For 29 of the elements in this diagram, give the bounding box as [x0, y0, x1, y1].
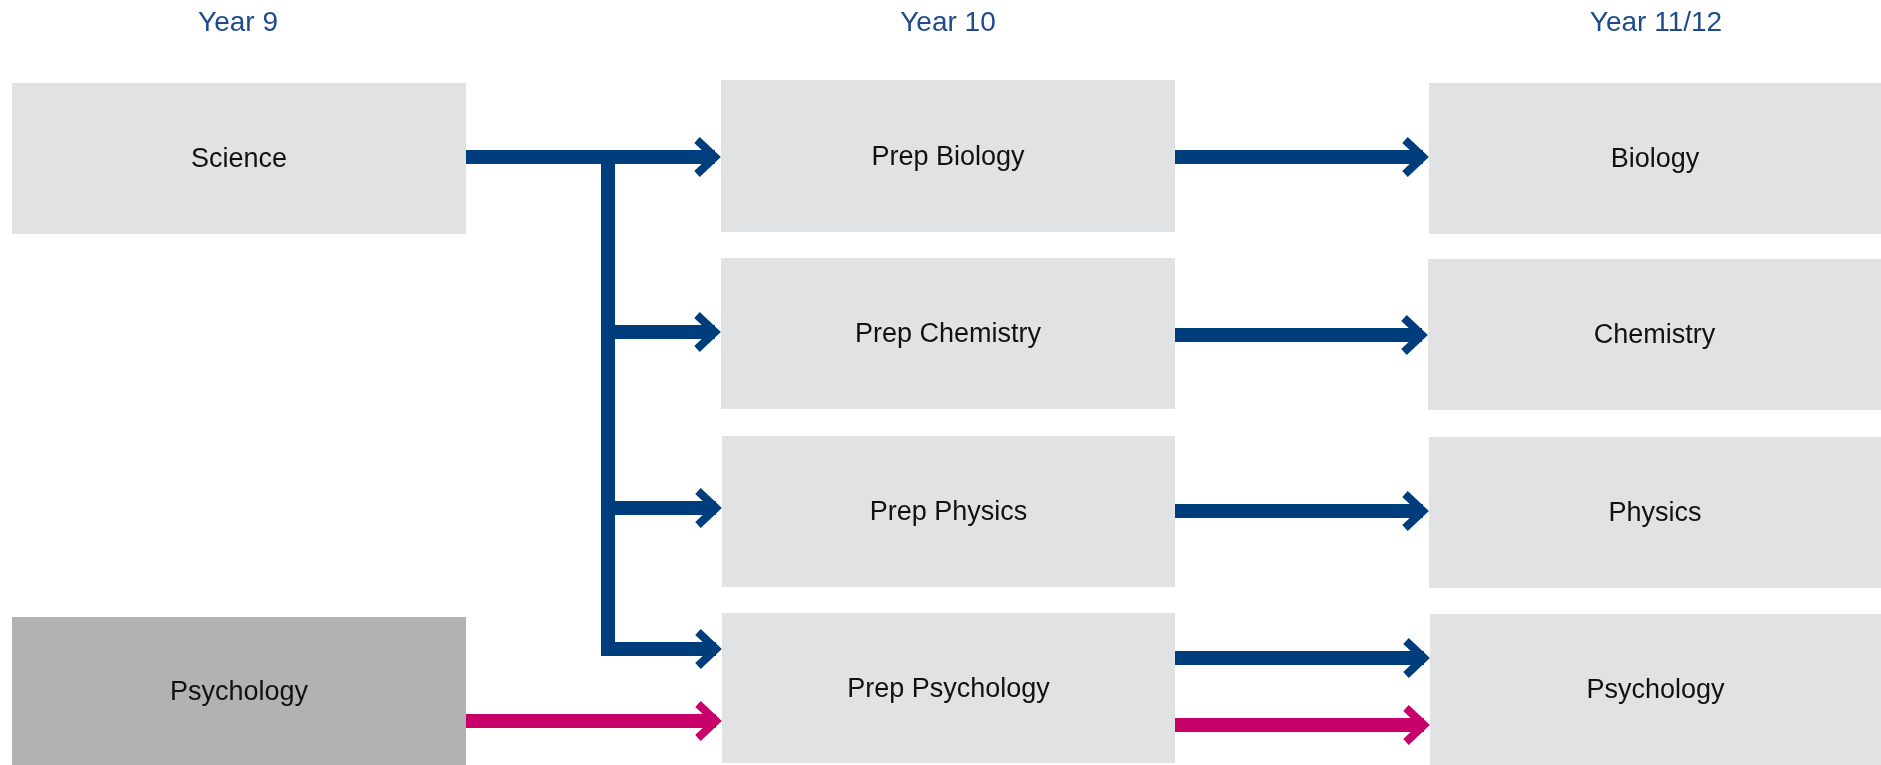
course-box — [1428, 259, 1881, 410]
course-label: Chemistry — [1593, 319, 1716, 350]
course-label: Biology — [1610, 143, 1700, 174]
course-box — [721, 80, 1175, 232]
course-box — [1429, 437, 1881, 588]
course-label: Physics — [1608, 497, 1702, 528]
course-box — [722, 613, 1175, 763]
course-label: Prep Biology — [871, 140, 1025, 172]
arrow — [1175, 637, 1428, 679]
arrow — [1175, 136, 1427, 178]
arrow — [1175, 314, 1426, 356]
course-box — [1429, 83, 1881, 234]
course-label: Science — [190, 143, 288, 174]
course-label: Prep Physics — [869, 496, 1028, 527]
arrow — [466, 700, 720, 742]
arrow — [1175, 490, 1427, 532]
column-heading: Year 10 — [900, 6, 996, 38]
course-box — [722, 436, 1175, 587]
course-box — [721, 258, 1175, 409]
course-box — [12, 617, 466, 765]
course-label: Prep Psychology — [847, 672, 1050, 704]
column-heading: Year 9 — [198, 6, 278, 38]
course-box — [12, 83, 466, 234]
course-box — [1430, 614, 1881, 765]
arrow — [1175, 704, 1428, 746]
column-heading: Year 11/12 — [1589, 6, 1723, 38]
course-label: Psychology — [1586, 674, 1725, 705]
course-label: Prep Chemistry — [854, 318, 1041, 349]
course-label: Psychology — [169, 675, 309, 707]
